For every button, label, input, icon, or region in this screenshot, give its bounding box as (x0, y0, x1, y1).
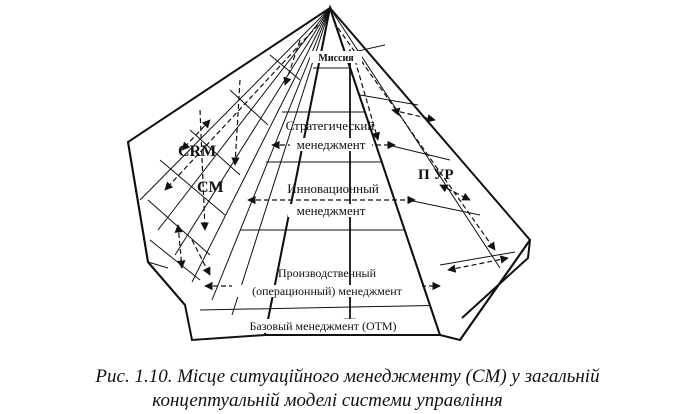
side-labels: СRМ СМ П УР (178, 143, 454, 196)
management-pyramid-diagram: Миссия Стратегический менеджмент Инновац… (126, 4, 532, 342)
production-label-line2: (операционный) менеджмент (252, 284, 402, 298)
strategic-label-line1: Стратегический (286, 118, 375, 133)
base-management-label: Базовый менеджмент (ОТМ) (249, 319, 396, 333)
figure-caption-line2: концептуальній моделі системи управління (152, 390, 503, 411)
left-face-arrows (164, 24, 319, 276)
cm-label: СМ (197, 179, 224, 196)
innovation-label-line2: менеджмент (297, 203, 366, 218)
pur-label: П УР (418, 167, 454, 183)
innovation-label-line1: Инновационный (287, 181, 379, 196)
mission-label: Миссия (318, 53, 354, 64)
production-label-line1: Производственный (278, 266, 377, 280)
level-labels: Миссия Стратегический менеджмент Инновац… (232, 51, 422, 333)
right-face-arrows (337, 27, 509, 273)
strategic-label-line2: менеджмент (297, 137, 366, 152)
crm-label: СRМ (178, 143, 216, 160)
figure-caption-line1: Рис. 1.10. Місце ситуаційного менеджмент… (95, 366, 600, 387)
